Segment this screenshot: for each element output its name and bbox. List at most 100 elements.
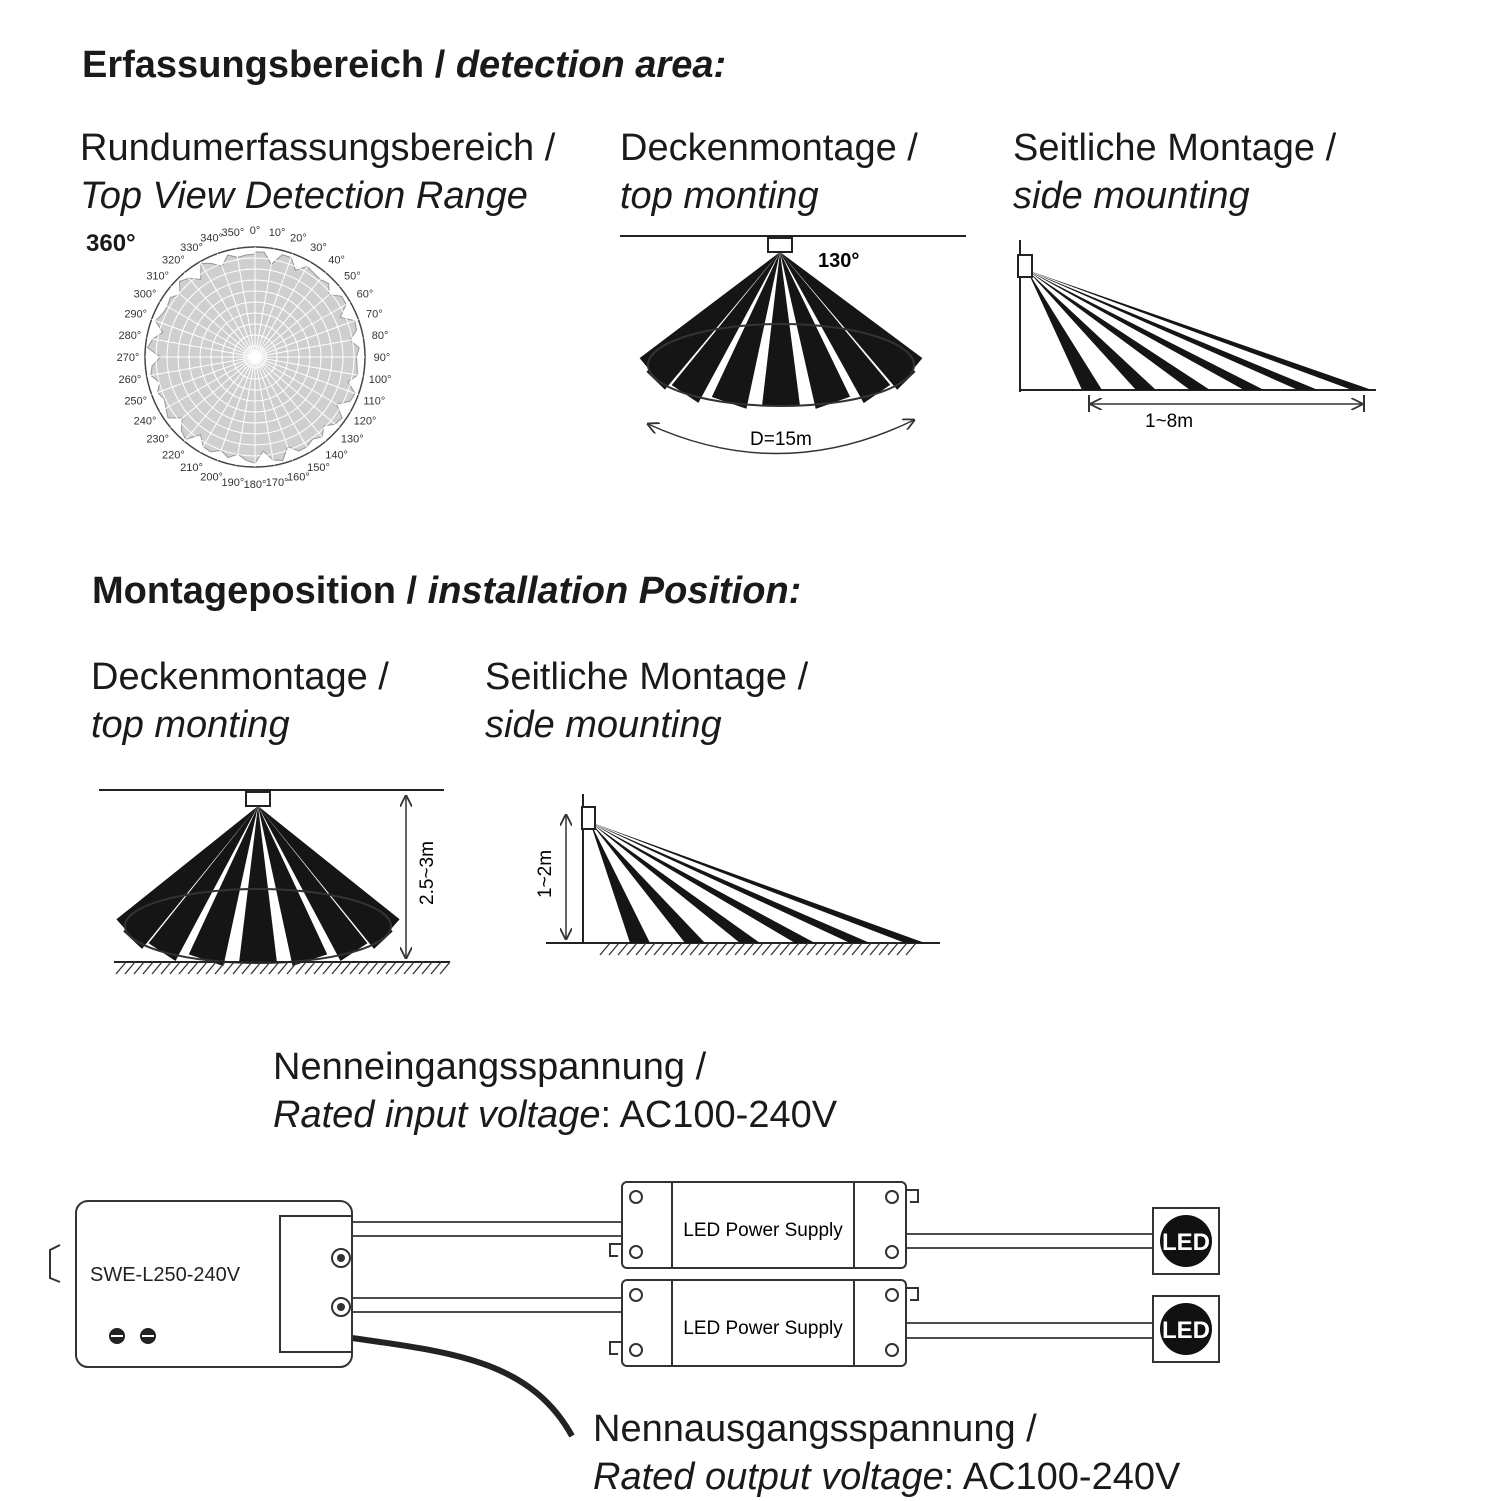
ground-hatch-line [115,961,127,975]
ground-hatch-line [617,942,629,956]
ground-hatch-line [860,942,872,956]
install-ceiling-beams [116,806,400,966]
polar-tick-label: 20° [290,233,307,245]
detection-beam [780,252,923,372]
ceiling-sensor-icon [767,237,793,253]
ground-hatch-line [232,961,244,975]
install-side-beams [590,822,925,943]
ground-hatch-line [259,961,271,975]
polar-grid-spoke [235,248,256,358]
ceiling-install-caption-en: top monting [91,704,290,746]
ground-hatch-line [178,961,190,975]
psu-2-screw [885,1288,899,1302]
ground-hatch-line [743,942,755,956]
ground-hatch-line [358,961,370,975]
detection-beam [1027,270,1156,390]
detection-beam [258,806,400,933]
ground-hatch-line [331,961,343,975]
ground-hatch-line [725,942,737,956]
polar-tick-label: 60° [357,289,374,301]
led-power-supply-1: LED Power Supply [609,1181,919,1269]
ground-hatch-line [187,961,199,975]
polar-tick-label: 330° [180,242,203,254]
polar-grid-spoke [183,356,256,442]
side-install-diagram: 1~2m [535,794,940,956]
ground-hatch-line [169,961,181,975]
polar-grid-spoke [199,261,256,358]
polar-grid-spoke [254,318,359,358]
input-voltage-de: Nenneingangsspannung / [273,1046,707,1088]
ground-hatch-line [241,961,253,975]
ground-hatch-line [761,942,773,956]
ground-hatch-line [367,961,379,975]
install-side-height-label: 1~2m [535,850,556,898]
led-lamp-1: LED [1152,1207,1220,1275]
input-voltage-value: : AC100-240V [600,1094,838,1136]
ground-hatch-line [385,961,397,975]
ground-hatch-line [608,942,620,956]
psu-2-clip [906,1287,919,1301]
ground-hatch-line [160,961,172,975]
input-voltage-caption: Nenneingangsspannung / Rated input volta… [273,1043,837,1139]
top-view-caption-en: Top View Detection Range [80,175,528,217]
side-sensor-icon [1017,254,1033,278]
ground-hatch-line [707,942,719,956]
ground-hatch-line [752,942,764,956]
ceiling-install-caption-de: Deckenmontage / [91,656,389,698]
ground-hatch-line [214,961,226,975]
ground-hatch-line [833,942,845,956]
polar-grid-spokes [145,247,365,467]
ground-hatch-line [277,961,289,975]
installation-title-de: Montageposition / [92,570,428,612]
polar-tick-label: 310° [146,270,169,282]
ground-hatch-line [905,942,917,956]
side-detection-beams [1027,270,1372,390]
polar-grid-spoke [170,356,256,429]
output-voltage-de: Nennausgangsspannung / [593,1408,1037,1450]
detection-beam [148,806,258,961]
install-ceiling-sensor-icon [245,791,271,807]
ground-hatch-line [313,961,325,975]
psu-1-body [621,1181,907,1269]
polar-grid-spoke [254,356,340,429]
psu-2-body [621,1279,907,1367]
detection-beam [590,822,870,943]
ground-hatch-line [268,961,280,975]
detection-beam [239,806,277,963]
diameter-label: D=15m [750,429,812,450]
polar-tick-label: 40° [328,255,345,267]
led-2-icon [1160,1303,1212,1355]
ground-hatch-line [671,942,683,956]
ground-hatch-line [250,961,262,975]
psu-2-screw [629,1288,643,1302]
psu-1-screw [629,1245,643,1259]
polar-grid-spoke [146,337,256,358]
ground-hatch-line [205,961,217,975]
input-voltage-en: Rated input voltage [273,1094,601,1136]
ground-hatch-line [689,942,701,956]
detection-beam [1027,270,1102,390]
polar-tick-label: 110° [363,395,385,407]
polar-detection-chart: 0°10°20°30°40°50°60°70°80°90°100°110°120… [86,225,391,491]
install-side-sensor-icon [581,806,596,830]
polar-tick-label: 260° [119,374,142,386]
ground-hatch-line [626,942,638,956]
ground-hatch-line [662,942,674,956]
ground-hatch-line [779,942,791,956]
psu-1-screw [885,1245,899,1259]
polar-grid-spoke [254,301,351,358]
polar-grid-spoke [254,285,340,358]
installation-position-title: Montageposition / installation Position: [92,570,801,613]
polar-grid-spoke [254,356,294,461]
polar-tick-label: 100° [369,374,392,386]
detection-beam [646,252,780,390]
ground-hatch-line [680,942,692,956]
ground-hatch-line [349,961,361,975]
distance-label: 1~8m [1145,411,1193,432]
ground-hatch-line [403,961,415,975]
ceiling-detection-caption: Deckenmontage / top monting [620,124,918,220]
polar-grid-spoke [254,356,364,377]
polar-grid-spoke [254,356,327,442]
polar-grid-spoke [146,356,256,377]
